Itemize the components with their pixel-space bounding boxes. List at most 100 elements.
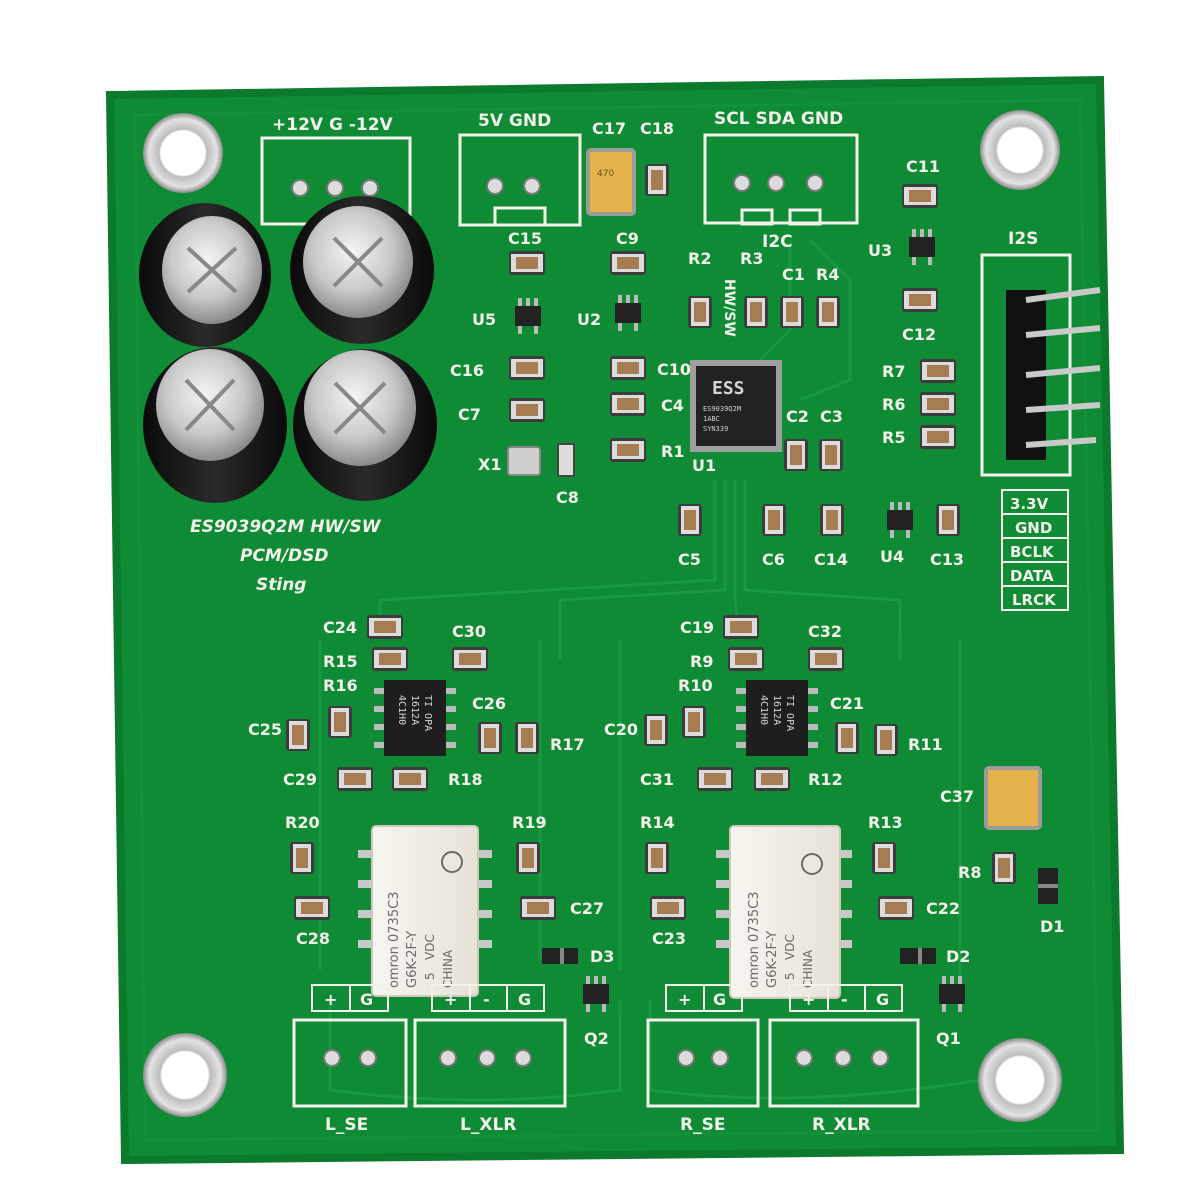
i2c-label: I2C <box>762 232 793 252</box>
svg-text:CHINA: CHINA <box>441 949 455 988</box>
ref-x1: X1 <box>478 455 501 474</box>
ref-r17: R17 <box>550 735 585 754</box>
ref-r5: R5 <box>882 428 905 447</box>
svg-text:5: 5 <box>783 972 797 980</box>
ref-c20: C20 <box>604 720 638 739</box>
svg-text:TI OPA: TI OPA <box>422 695 433 731</box>
ref-c16: C16 <box>450 361 484 380</box>
board-title: ES9039Q2M HW/SW <box>190 517 382 537</box>
ref-r3: R3 <box>740 249 763 268</box>
ref-c6: C6 <box>762 550 785 569</box>
electrolytic-cap-2 <box>290 196 434 344</box>
lse-connector <box>292 1018 408 1108</box>
ref-c11: C11 <box>906 157 940 176</box>
ref-c37: C37 <box>940 787 974 806</box>
svg-text:TI OPA: TI OPA <box>784 695 795 731</box>
svg-text:4C1H0: 4C1H0 <box>758 695 769 725</box>
ref-q1: Q1 <box>936 1029 961 1048</box>
ref-r19: R19 <box>512 813 547 832</box>
svg-text:VDC: VDC <box>783 934 797 960</box>
ref-c27: C27 <box>570 899 604 918</box>
ref-c2: C2 <box>786 407 809 426</box>
ref-c5: C5 <box>678 550 701 569</box>
svg-text:-: - <box>841 990 848 1009</box>
ref-c17: C17 <box>592 119 626 138</box>
svg-text:ES9039Q2M: ES9039Q2M <box>703 405 741 413</box>
svg-text:+: + <box>802 990 815 1009</box>
ref-c12: C12 <box>902 325 936 344</box>
ref-c19: C19 <box>680 618 714 637</box>
board-author: Sting <box>256 575 306 595</box>
relay-left: omron 0735C3 G6K-2F-Y 5 VDC CHINA <box>358 825 492 997</box>
i2s-connector-outline <box>980 253 1072 477</box>
ref-u5: U5 <box>472 310 496 329</box>
electrolytic-cap-4 <box>293 349 437 501</box>
ref-c22: C22 <box>926 899 960 918</box>
svg-text:omron: omron <box>387 946 402 988</box>
ref-c8: C8 <box>556 488 579 507</box>
crystal-x1 <box>507 446 541 476</box>
ref-c29: C29 <box>283 770 317 789</box>
tantalum-cap-c37 <box>984 766 1042 830</box>
ref-r7: R7 <box>882 362 905 381</box>
i2s-pin-lrck: LRCK <box>1012 591 1057 609</box>
svg-text:G6K-2F-Y: G6K-2F-Y <box>765 931 780 988</box>
ref-r9: R9 <box>690 652 713 671</box>
l-xlr-label: L_XLR <box>460 1115 516 1135</box>
svg-text:G: G <box>876 990 889 1009</box>
relay-right: omron 0735C3 G6K-2F-Y 5 VDC CHINA <box>716 825 852 999</box>
i2s-pin-data: DATA <box>1010 567 1054 585</box>
ref-c10: C10 <box>657 360 691 379</box>
ref-c14: C14 <box>814 550 848 569</box>
ref-u1: U1 <box>692 456 716 475</box>
dac-chip-u1: ESS ES9039Q2M 1ABC SYN339 <box>690 360 782 452</box>
i2c-connector <box>703 133 859 225</box>
ref-q2: Q2 <box>584 1029 609 1048</box>
r-se-label: R_SE <box>680 1115 725 1135</box>
ref-c1: C1 <box>782 265 805 284</box>
svg-text:1ABC: 1ABC <box>703 415 720 423</box>
ref-c4: C4 <box>661 396 684 415</box>
svg-text:SYN339: SYN339 <box>703 425 728 433</box>
tantalum-cap-c17 <box>586 148 636 216</box>
ref-c18: C18 <box>640 119 674 138</box>
diode-d2 <box>900 948 936 964</box>
i2s-pin-bclk: BCLK <box>1010 543 1055 561</box>
electrolytic-cap-1 <box>139 203 271 347</box>
ref-r16: R16 <box>323 676 358 695</box>
svg-text:G: G <box>713 990 726 1009</box>
i2s-pin-labels: 3.3V GND BCLK DATA LRCK <box>1001 489 1069 611</box>
ref-r1: R1 <box>661 442 684 461</box>
i2s-label: I2S <box>1008 229 1038 249</box>
svg-text:0735C3: 0735C3 <box>387 892 402 942</box>
ref-r18: R18 <box>448 770 483 789</box>
c17-mark: 470 <box>597 169 614 179</box>
svg-text:G: G <box>518 990 531 1009</box>
rse-connector <box>646 1018 760 1108</box>
ref-c30: C30 <box>452 622 486 641</box>
svg-text:4C1H0: 4C1H0 <box>396 695 407 725</box>
ref-d1: D1 <box>1040 917 1064 936</box>
r-xlr-label: R_XLR <box>812 1115 871 1135</box>
power12-label: +12V G -12V <box>272 115 394 135</box>
diode-d3 <box>542 948 578 964</box>
diode-d1 <box>1038 868 1058 904</box>
svg-text:G6K-2F-Y: G6K-2F-Y <box>405 931 420 988</box>
svg-text:5: 5 <box>423 972 437 980</box>
i2c-pins-label: SCL SDA GND <box>714 109 843 129</box>
ref-u4: U4 <box>880 547 904 566</box>
rxlr-connector <box>768 1018 920 1108</box>
ref-r2: R2 <box>688 249 711 268</box>
i2s-pin-3v3: 3.3V <box>1010 495 1049 513</box>
ref-c31: C31 <box>640 770 674 789</box>
svg-text:+: + <box>444 990 457 1009</box>
power5-label: 5V GND <box>478 111 551 131</box>
ref-d3: D3 <box>590 947 614 966</box>
board-subtitle: PCM/DSD <box>240 546 329 566</box>
lxlr-pin-labels: + - G <box>431 984 545 1012</box>
lse-pin-labels: + G <box>311 984 389 1012</box>
svg-text:VDC: VDC <box>423 934 437 960</box>
ref-d2: D2 <box>946 947 970 966</box>
ref-r8: R8 <box>958 863 981 882</box>
ref-c25: C25 <box>248 720 282 739</box>
